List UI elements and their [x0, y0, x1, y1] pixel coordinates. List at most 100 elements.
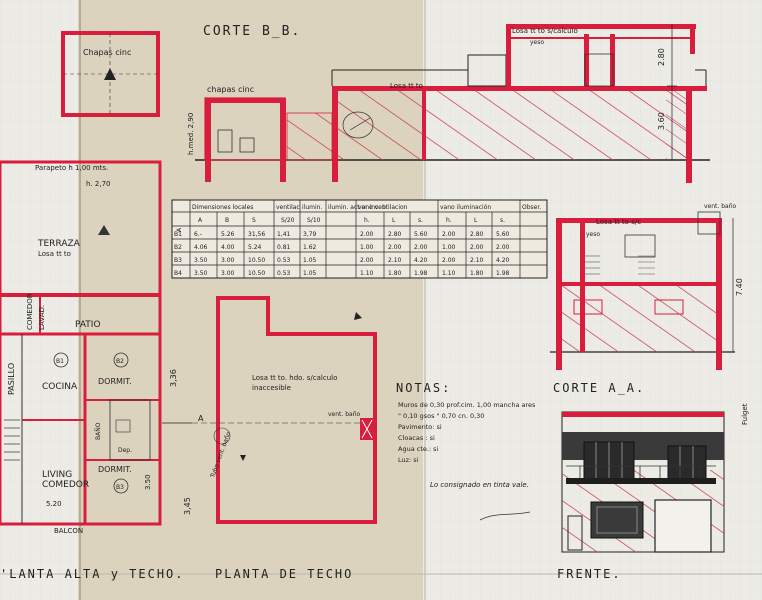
corte-a-mark: A	[198, 414, 204, 423]
dim-520-label: 5.20	[46, 500, 62, 508]
table-group-header: ventilac	[276, 204, 300, 211]
notas-title: NOTAS:	[396, 381, 451, 395]
losa-bb-label: Losa tt to	[390, 82, 423, 90]
table-cell: 2.10	[470, 257, 484, 264]
yeso-aa-label: yeso	[586, 231, 600, 238]
dim-740-label: 7.40	[735, 278, 744, 296]
balcon-label: BALCON	[54, 527, 83, 535]
table-cell: 1.80	[470, 270, 484, 277]
table-cell: 5.60	[496, 231, 510, 238]
nota-line: Agua cte.: si	[398, 445, 439, 453]
table-cell: 4.20	[414, 257, 428, 264]
table-cell: 2.00	[496, 244, 510, 251]
vent-bano-label: vent. baño	[704, 203, 737, 210]
nota-line: Luz: si	[398, 456, 419, 464]
table-cell: 1.98	[496, 270, 510, 277]
table-cell: 1.00	[442, 244, 456, 251]
table-sub-header: B	[225, 217, 229, 224]
table-cell: 10.50	[248, 270, 265, 277]
dim-280-label: 2.80	[657, 48, 666, 66]
nota-line: Cloacas : si	[398, 434, 435, 442]
notes-block: NOTAS: Muros de 0,30 prof.cim. 1,00 manc…	[396, 381, 536, 521]
table-cell: 2.00	[360, 257, 374, 264]
losa-calculo-label: Losa tt to s/calculo	[512, 27, 578, 35]
table-cell: 31,56	[248, 231, 265, 238]
table-sub-header: S/20	[281, 217, 295, 224]
losa-aa-label: Losa tt to s/c	[596, 218, 641, 226]
b1-tag: B1	[56, 358, 64, 365]
nota-line: " 0,10 gsos " 0,70 cn. 0,30	[398, 412, 484, 420]
table-cell: 2.10	[388, 257, 402, 264]
table-group-header: ilumin. act or inc. b	[328, 204, 386, 211]
table-corner-label: A	[176, 227, 183, 232]
nota-line: Muros de 0,30 prof.cim. 1,00 mancha ares	[398, 401, 536, 409]
dim-350-label: 3.50	[144, 474, 152, 490]
table-cell: 3.00	[221, 270, 235, 277]
table-cell: 1.80	[388, 270, 402, 277]
table-cell: 2.00	[442, 257, 456, 264]
signature	[479, 511, 531, 521]
living-label: LIVING	[42, 470, 72, 480]
table-cell: 6.-	[194, 231, 202, 238]
table-cell: 5.26	[221, 231, 235, 238]
losa-techo-label-2: inaccesible	[252, 384, 291, 392]
planta-alta-title: 'LANTA ALTA y TECHO.	[0, 567, 185, 581]
table-cell: 4.00	[221, 244, 235, 251]
dim-336-label: 3,36	[169, 369, 178, 387]
yeso-label: yeso	[530, 39, 544, 46]
table-cell: 1,41	[277, 231, 291, 238]
table-cell: 2.00	[442, 231, 456, 238]
chapas-cinc-label-2: chapas cinc	[207, 85, 254, 94]
hmed-label: h.med. 2,90	[187, 113, 195, 155]
fulget-label: Fulget	[741, 403, 749, 425]
table-sub-header: s.	[418, 217, 423, 224]
table-cell: 5.60	[414, 231, 428, 238]
table-sub-header: s.	[500, 217, 505, 224]
roof-detail-small: Chapas cinc	[61, 31, 160, 117]
nota-line: Pavimento: si	[398, 423, 442, 431]
firma-note: Lo consignado en tinta vale.	[430, 481, 529, 489]
planta-techo-title: PLANTA DE TECHO	[215, 567, 353, 581]
table-cell: 1.10	[360, 270, 374, 277]
table-cell: 2.80	[388, 231, 402, 238]
table-cell: 0.53	[277, 257, 291, 264]
table-cell: 1.62	[303, 244, 317, 251]
losa-techo-label-1: Losa tt to. hdo. s/calculo	[252, 374, 337, 382]
losa-terraza-label: Losa tt to	[38, 250, 71, 258]
table-cell: 1.05	[303, 270, 317, 277]
comedor-top-label: COMEDOR	[26, 293, 34, 330]
dim-360-label: 3.60	[657, 112, 666, 130]
table-group-header: ilumin.	[302, 204, 322, 211]
cocina-label: COCINA	[42, 382, 78, 392]
table-cell: 1.98	[414, 270, 428, 277]
parapeto-label: Parapeto h 1,00 mts.	[35, 164, 108, 172]
table-sub-header: A	[198, 217, 203, 224]
section-aa-drawing: Losa tt to s/c yeso vent. baño 7.40	[550, 203, 744, 370]
table-sub-header: L	[392, 217, 396, 224]
table-cell: 0.53	[277, 270, 291, 277]
table-group-header: Dimensiones locales	[192, 204, 253, 211]
comedor-label: COMEDOR	[42, 480, 89, 490]
dormit-1-label: DORMIT.	[98, 377, 132, 386]
table-row-id: B3	[174, 257, 182, 264]
dormit-2-label: DORMIT.	[98, 465, 132, 474]
table-cell: 2.00	[470, 244, 484, 251]
table-cell: 2.00	[414, 244, 428, 251]
table-sub-header: h.	[446, 217, 452, 224]
table-cell: 3.00	[221, 257, 235, 264]
facade-elevation: Fulget	[561, 403, 749, 553]
table-row-id: B2	[174, 244, 182, 251]
bano-label: BAÑO	[95, 422, 102, 440]
table-cell: 1.00	[360, 244, 374, 251]
b2-tag: B2	[116, 358, 124, 365]
table-cell: 3,79	[303, 231, 317, 238]
pasillo-label: PASILLO	[7, 363, 16, 395]
table-group-header: vano iluminación	[440, 204, 491, 211]
corte-aa-title: CORTE A_A.	[553, 381, 645, 395]
chapas-cinc-label: Chapas cinc	[83, 48, 131, 57]
table-cell: 5.24	[248, 244, 262, 251]
section-bb-drawing: chapas cinc h.med. 2,90 Losa tt to Losa …	[187, 24, 710, 183]
upper-floor-plan: Parapeto h 1,00 mts. h. 2,70 TERRAZA Los…	[0, 160, 192, 535]
